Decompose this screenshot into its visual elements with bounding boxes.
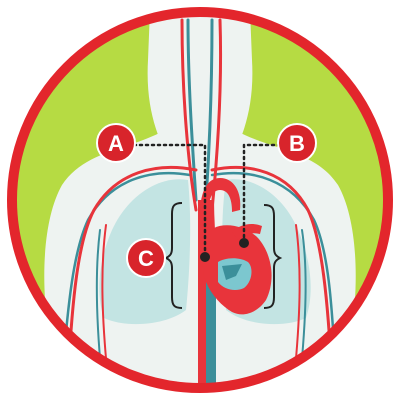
circle-border [7,7,393,393]
marker-c: C [126,238,166,278]
leader-lines [132,143,282,254]
leader-line-a [132,143,207,254]
head-neck-silhouette [147,12,253,140]
aortic-arch [200,178,241,215]
marker-b: B [277,123,317,163]
marker-b-label: B [289,131,305,156]
pointer-dot-a [200,252,210,262]
marker-a-label: A [108,131,124,156]
heart-chamber-inner [222,264,242,280]
pulmonary-artery [232,224,262,240]
marker-c-label: C [138,246,154,271]
pointer-dot-b [239,238,249,248]
marker-a: A [96,123,136,163]
right-bracket [263,204,283,309]
vena-cava [206,255,216,388]
leader-line-b [242,143,282,240]
